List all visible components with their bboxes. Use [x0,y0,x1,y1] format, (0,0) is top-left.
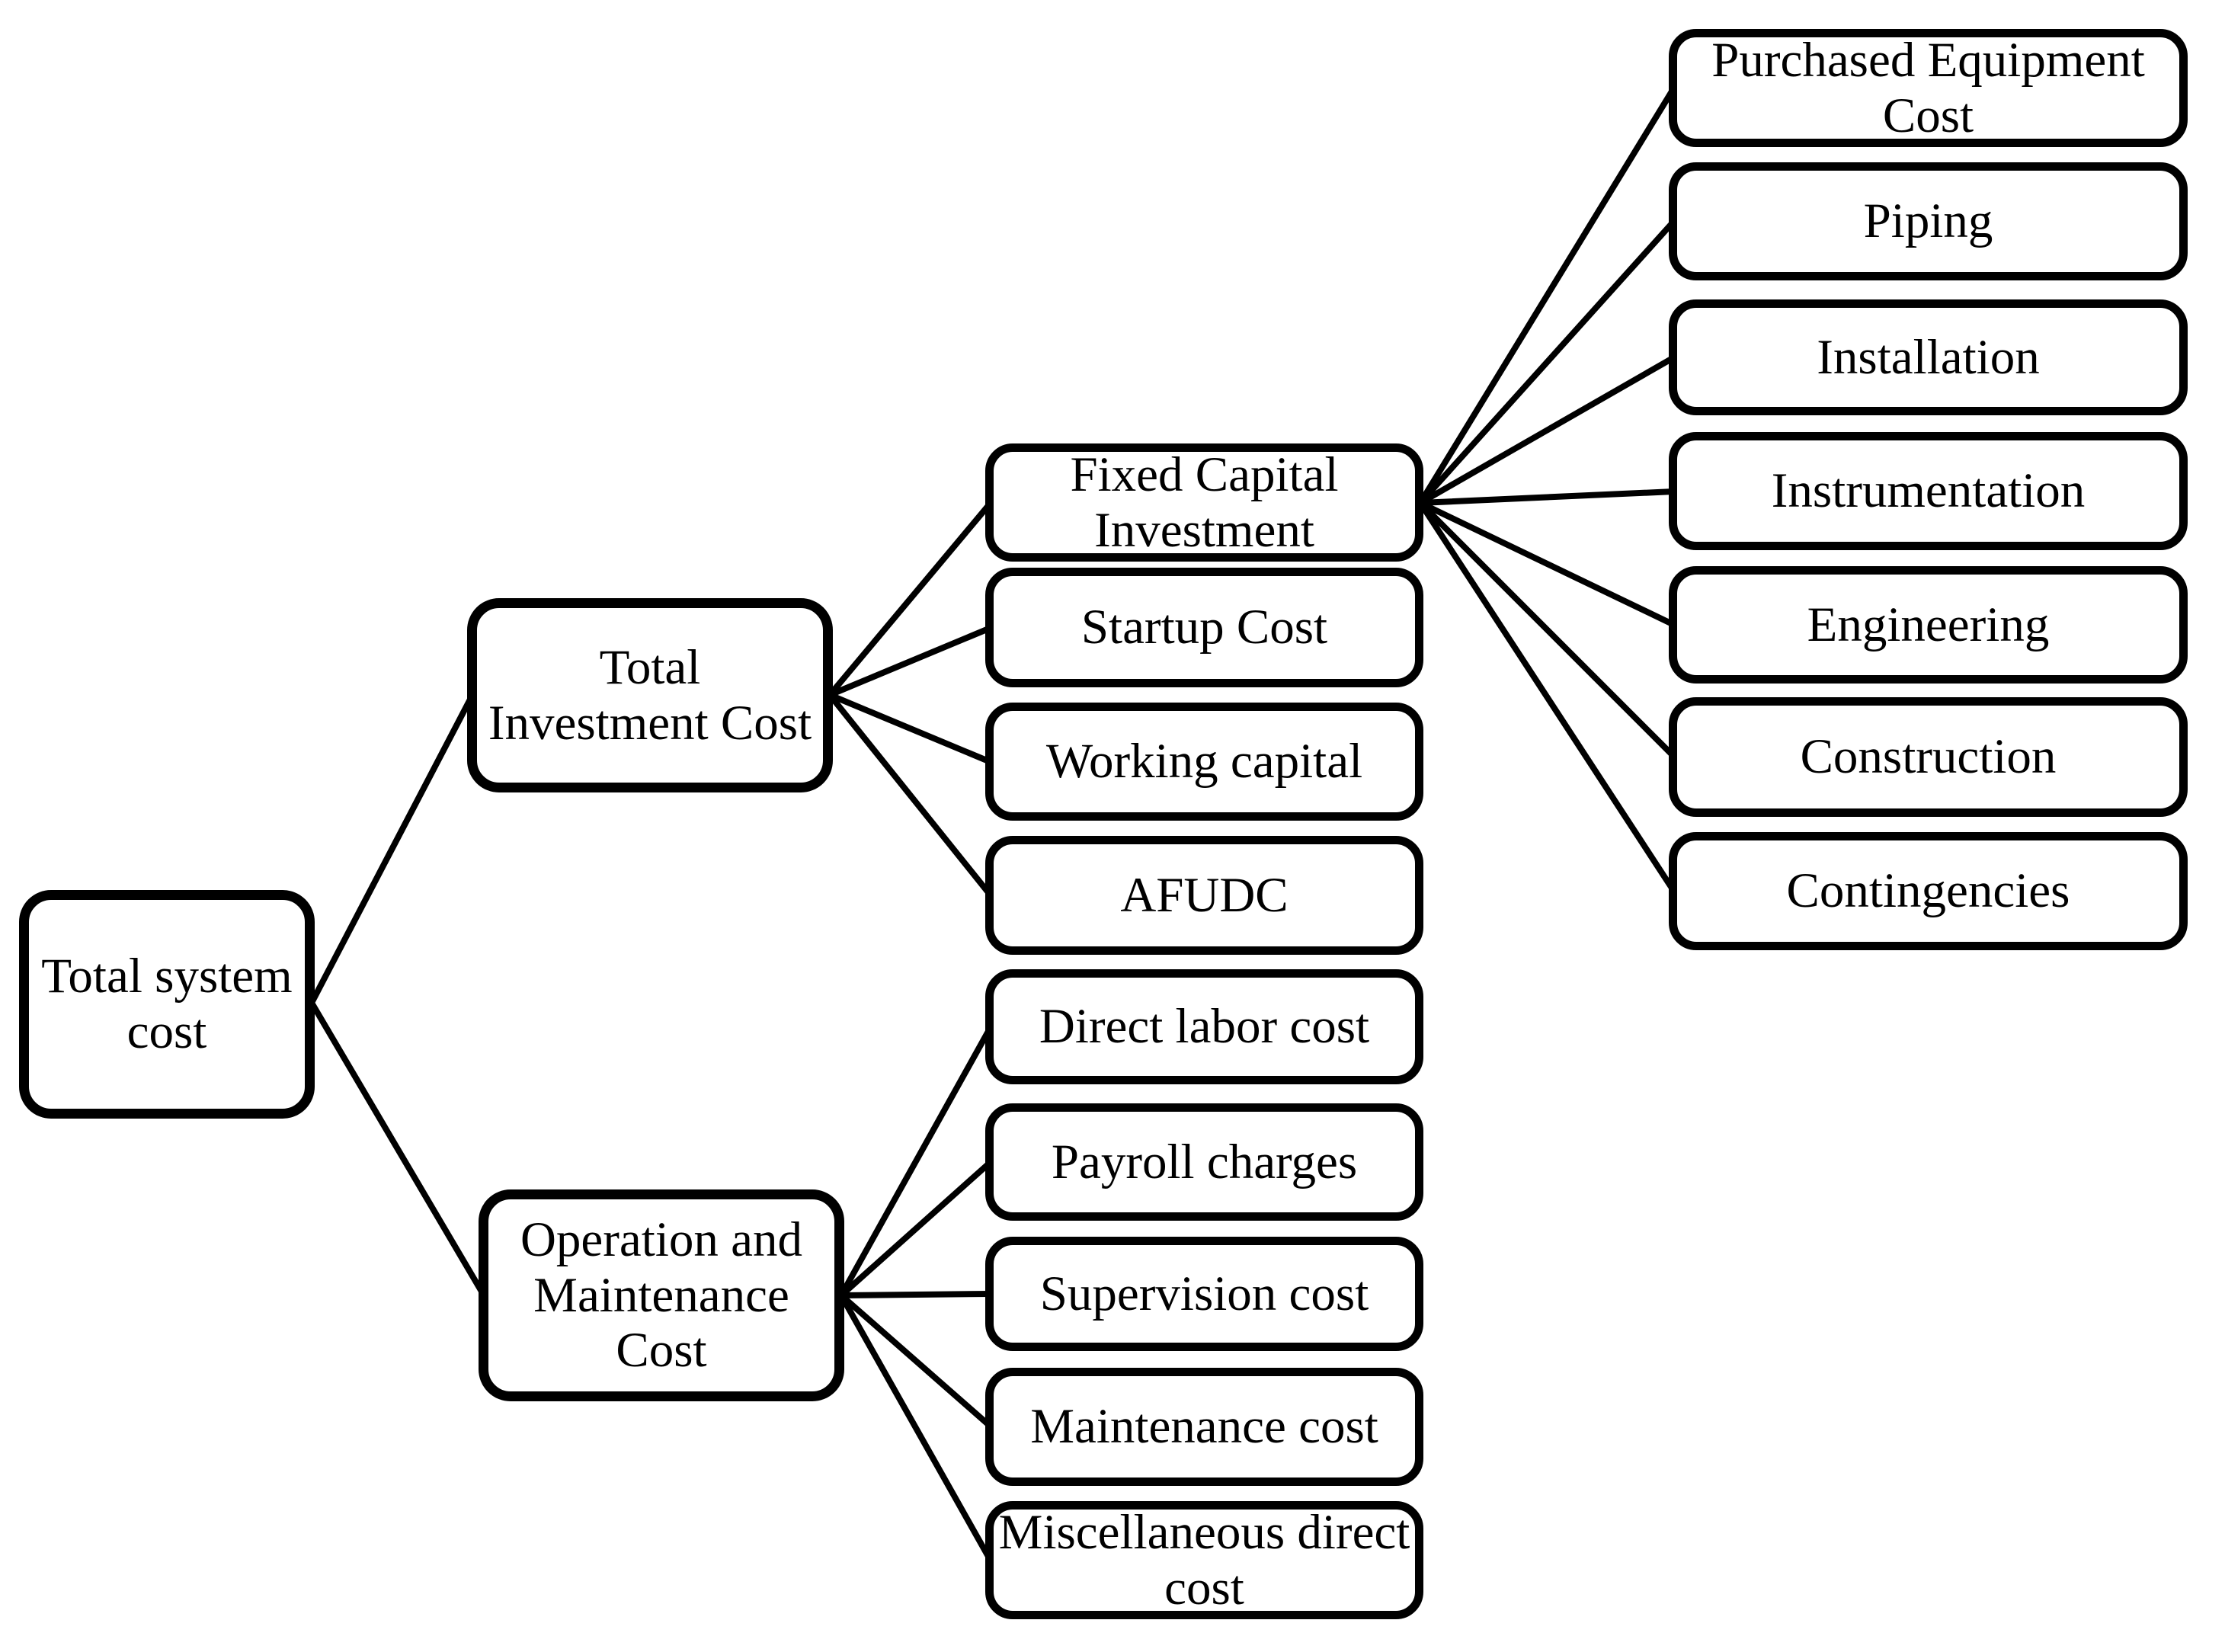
node-fixed-capital-investment: Fixed Capital Investment [985,443,1423,562]
node-installation: Installation [1669,299,2188,415]
node-engineering: Engineering [1669,566,2188,684]
edge-om-maintenance [838,1292,994,1429]
node-total-investment-cost: Total Investment Cost [467,598,833,792]
edge-fci-engineering [1417,500,1677,628]
edge-tic-afudc [827,692,994,898]
node-afudc: AFUDC [985,836,1423,955]
edge-om-misc [838,1292,994,1564]
node-payroll-charges: Payroll charges [985,1103,1423,1221]
node-supervision-cost: Supervision cost [985,1237,1423,1351]
edge-fci-construction [1417,500,1677,760]
node-piping: Piping [1669,162,2188,280]
node-startup-cost: Startup Cost [985,568,1423,687]
edge-om-direct-labor [838,1024,994,1298]
node-total-system-cost: Total system cost [19,890,315,1119]
node-operation-maintenance-cost: Operation and Maintenance Cost [479,1189,844,1401]
node-miscellaneous-direct-cost: Miscellaneous direct cost [985,1501,1423,1619]
node-instrumentation: Instrumentation [1669,432,2188,550]
node-purchased-equipment-cost: Purchased Equipment Cost [1669,29,2188,147]
edge-om-supervision [838,1291,994,1298]
edge-fci-pec [1417,85,1677,506]
edge-fci-installation [1417,354,1677,506]
node-direct-labor-cost: Direct labor cost [985,969,1423,1084]
edge-om-payroll [838,1159,994,1298]
node-maintenance-cost: Maintenance cost [985,1368,1423,1486]
edge-tsc-om [309,1000,487,1298]
edge-fci-piping [1417,218,1677,506]
edge-fci-contingencies [1417,500,1677,895]
node-working-capital: Working capital [985,703,1423,821]
edge-tic-working [827,692,994,765]
edge-fci-instrumentation [1417,488,1677,506]
edge-tsc-tic [309,692,475,1006]
node-contingencies: Contingencies [1669,832,2188,950]
edge-tic-fci [827,500,994,698]
node-construction: Construction [1669,697,2188,817]
edge-tic-startup [827,625,994,698]
